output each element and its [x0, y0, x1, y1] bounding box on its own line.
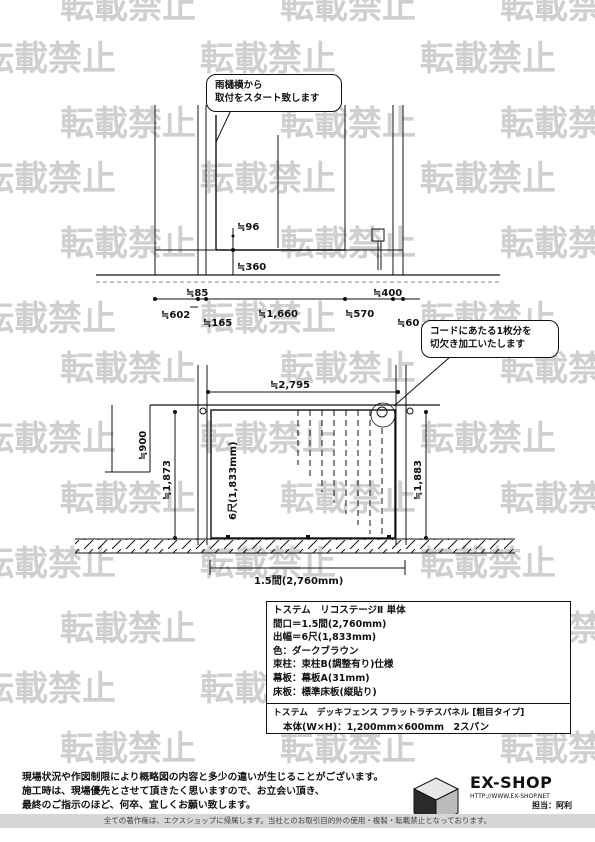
watermark-text: 転載禁止 — [60, 104, 196, 144]
notes: 現場状況や作図制限により概略図の内容と多少の違いが生じることがございます。 施工… — [22, 771, 417, 813]
watermark-text: 転載禁止 — [60, 479, 196, 519]
watermark-text: 転載禁止 — [280, 729, 416, 769]
watermark-text: 転載禁止 — [500, 104, 595, 144]
watermark-text: 転載禁止 — [420, 159, 556, 199]
dim-2795: ≒2,795 — [270, 380, 310, 391]
spec-divider — [267, 703, 570, 705]
spec-row: 床板：標準床板(縦貼り) — [273, 686, 377, 698]
watermark-text: 転載禁止 — [420, 419, 556, 459]
watermark-text: 転載禁止 — [0, 419, 116, 459]
spec-row: 間口＝1.5間(2,760mm) — [273, 618, 387, 630]
spec-row: 色：ダークブラウン — [273, 645, 359, 657]
watermark-text: 転載禁止 — [200, 419, 336, 459]
brand-url: HTTP://WWW.EX-SHOP.NET — [470, 793, 550, 800]
spec-row: 出幅＝6尺(1,833mm) — [273, 632, 377, 644]
dim-85: ≒85 — [186, 288, 208, 299]
watermark-text: 転載禁止 — [0, 299, 116, 339]
spec-fence-size: 本体(W×H)：1,200mm×600mm 2スパン — [283, 721, 490, 733]
spec-row: 幕板：幕板A(31mm) — [273, 672, 370, 684]
callout-start-install: 雨樋横から 取付をスタート致します — [206, 74, 342, 112]
dim-1660: ≒1,660 — [258, 309, 298, 320]
dim-165: ≒165 — [203, 318, 232, 329]
watermark-text: 転載禁止 — [500, 479, 595, 519]
callout-line: コードにあたる1枚分を — [430, 326, 532, 337]
spec-fence-title: トステム デッキフェンス フラットラチスパネル [粗目タイプ] — [273, 708, 525, 719]
dim-2760: 1.5間(2,760mm) — [254, 575, 343, 587]
dim-570: ≒570 — [345, 309, 374, 320]
watermark-text: 転載禁止 — [500, 0, 595, 27]
watermark-text: 転載禁止 — [500, 224, 595, 264]
watermark-text: 転載禁止 — [0, 669, 116, 709]
watermark-text: 転載禁止 — [60, 729, 196, 769]
dim-400: ≒400 — [373, 288, 402, 299]
dim-1883: ≒1,883 — [413, 460, 424, 500]
dim-96: ≒96 — [237, 222, 259, 233]
dim-1873: ≒1,873 — [162, 460, 173, 500]
watermark-text: 転載禁止 — [200, 39, 336, 79]
spec-row: 束柱：束柱B(調整有り)仕様 — [273, 659, 394, 671]
staff-name: 担当：阿利 — [532, 801, 572, 810]
watermark-text: 転載禁止 — [280, 479, 416, 519]
watermark-text: 転載禁止 — [200, 159, 336, 199]
watermark-text: 転載禁止 — [500, 729, 595, 769]
callout-cut-panel: コードにあたる1枚分を 切欠き加工いたします — [421, 320, 559, 358]
dim-602: ≒602 — [161, 310, 190, 321]
dim-360: ≒360 — [237, 262, 266, 273]
footer-copyright: 全ての著作権は、エクスショップに帰属します。当社とのお取引目的外の使用・複製・転… — [0, 814, 595, 828]
note-line: 最終のご指示のほど、何卒、宜しくお願い致します。 — [22, 800, 256, 811]
watermark-text: 転載禁止 — [60, 224, 196, 264]
watermark-text: 転載禁止 — [200, 299, 336, 339]
watermark-text: 転載禁止 — [0, 159, 116, 199]
watermark-text: 転載禁止 — [280, 224, 416, 264]
watermark-text: 転載禁止 — [280, 349, 416, 389]
dim-1833: 6尺(1,833mm) — [227, 441, 239, 520]
dim-60: ≒60 — [397, 318, 419, 329]
brand-name: EX-SHOP — [470, 773, 553, 792]
watermark-text: 転載禁止 — [280, 0, 416, 27]
watermark-text: 転載禁止 — [60, 0, 196, 27]
note-line: 現場状況や作図制限により概略図の内容と多少の違いが生じることがございます。 — [22, 772, 384, 783]
watermark-text: 転載禁止 — [60, 609, 196, 649]
callout-line: 雨樋横から — [215, 80, 263, 91]
spec-product-title: トステム リコステージⅡ 単体 — [273, 605, 406, 616]
watermark-text: 転載禁止 — [420, 39, 556, 79]
callout-line: 切欠き加工いたします — [430, 339, 526, 350]
watermark-text: 転載禁止 — [0, 39, 116, 79]
callout-line: 取付をスタート致します — [215, 93, 320, 104]
spec-box: トステム リコステージⅡ 単体 間口＝1.5間(2,760mm) 出幅＝6尺(1… — [266, 601, 571, 734]
note-line: 施工時は、現場優先とさせて頂きたく思いますので、お立会い頂き、 — [22, 786, 325, 797]
watermark-text: 転載禁止 — [60, 349, 196, 389]
dim-900: ≒900 — [138, 431, 149, 460]
